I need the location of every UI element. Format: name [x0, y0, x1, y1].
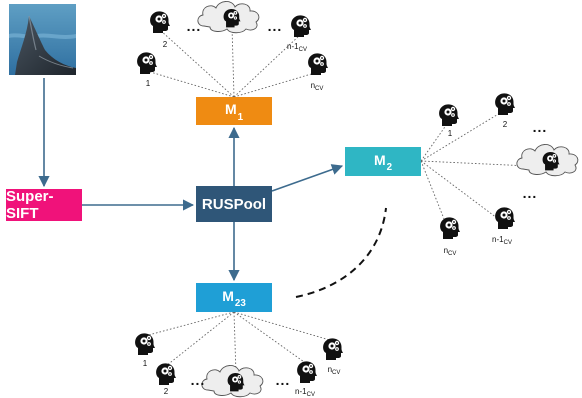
m2-label-ncv: nCV	[444, 246, 457, 257]
m2-label-1: 1	[448, 129, 453, 138]
m1-agent-2-icon	[150, 11, 170, 34]
m2-agent-1-icon	[439, 104, 459, 126]
m1-agent-n-1-icon	[291, 15, 311, 38]
m2-label-2: 2	[503, 120, 508, 129]
m23-ellipsis-left: ...	[191, 372, 206, 388]
m1-ellipsis-left: ...	[187, 18, 202, 34]
m23-cloud-agent-icon	[201, 365, 264, 398]
m1-label-1: 1	[146, 79, 151, 88]
dashed-link-m2-to-m23	[295, 207, 387, 298]
m1-link-5	[233, 71, 319, 98]
m1-label-ncv: nCV	[311, 81, 324, 92]
m1-link-2	[159, 29, 235, 98]
m2-label-n-1: n-1CV	[492, 235, 512, 246]
m23-agent-1-icon	[135, 333, 155, 355]
m1-agent-1-icon	[137, 52, 157, 74]
m1-label-n-1: n-1CV	[287, 42, 307, 53]
m1-link-1	[146, 70, 235, 98]
super-sift-box: Super-SIFT	[6, 188, 82, 222]
m23-agent-ncv-icon	[323, 338, 343, 360]
m23-label-ncv: nCV	[328, 365, 341, 376]
m2-ellipsis-top: ...	[533, 119, 548, 135]
m2-agent-ncv-icon	[440, 217, 460, 239]
m23-link-2	[165, 311, 235, 367]
m1-link-3	[231, 25, 235, 98]
ruspool-label: RUSPool	[201, 195, 267, 213]
m2-cloud-agent-icon	[516, 144, 579, 177]
m2-label: M2	[373, 151, 393, 174]
m1-box: M1	[196, 97, 272, 125]
m2-box: M2	[345, 147, 421, 176]
m23-link-4	[233, 311, 308, 365]
arrow-ruspool-to-m2	[271, 164, 344, 192]
m23-label-n-1: n-1CV	[295, 387, 315, 398]
m2-link-2	[420, 109, 506, 162]
m1-cloud-agent-icon	[197, 1, 260, 34]
super-sift-label: Super-SIFT	[6, 188, 54, 222]
m2-link-4	[420, 160, 506, 225]
m2-link-1	[420, 120, 450, 162]
m2-agent-2-icon	[495, 93, 515, 115]
m23-label: M23	[222, 287, 246, 310]
m23-box: M23	[196, 283, 272, 312]
m23-agent-2-icon	[156, 363, 176, 385]
m1-label-2: 2	[163, 40, 168, 49]
m23-ellipsis-right: ...	[276, 372, 291, 388]
m23-link-5	[233, 311, 334, 342]
m23-link-3	[233, 311, 237, 375]
m1-agent-ncv-icon	[308, 53, 328, 75]
ruspool-box: RUSPool	[196, 186, 272, 222]
whale-dorsal-fin-photo	[9, 4, 76, 75]
m1-label: M1	[224, 101, 244, 123]
m23-link-1	[144, 311, 235, 337]
m2-ellipsis-bottom: ...	[523, 185, 538, 201]
m1-link-4	[233, 33, 302, 98]
m23-label-2: 2	[164, 387, 169, 396]
m1-ellipsis-right: ...	[268, 18, 283, 34]
m23-agent-n-1-icon	[297, 361, 317, 383]
m2-agent-n-1-icon	[495, 207, 515, 229]
m23-label-1: 1	[143, 359, 148, 368]
